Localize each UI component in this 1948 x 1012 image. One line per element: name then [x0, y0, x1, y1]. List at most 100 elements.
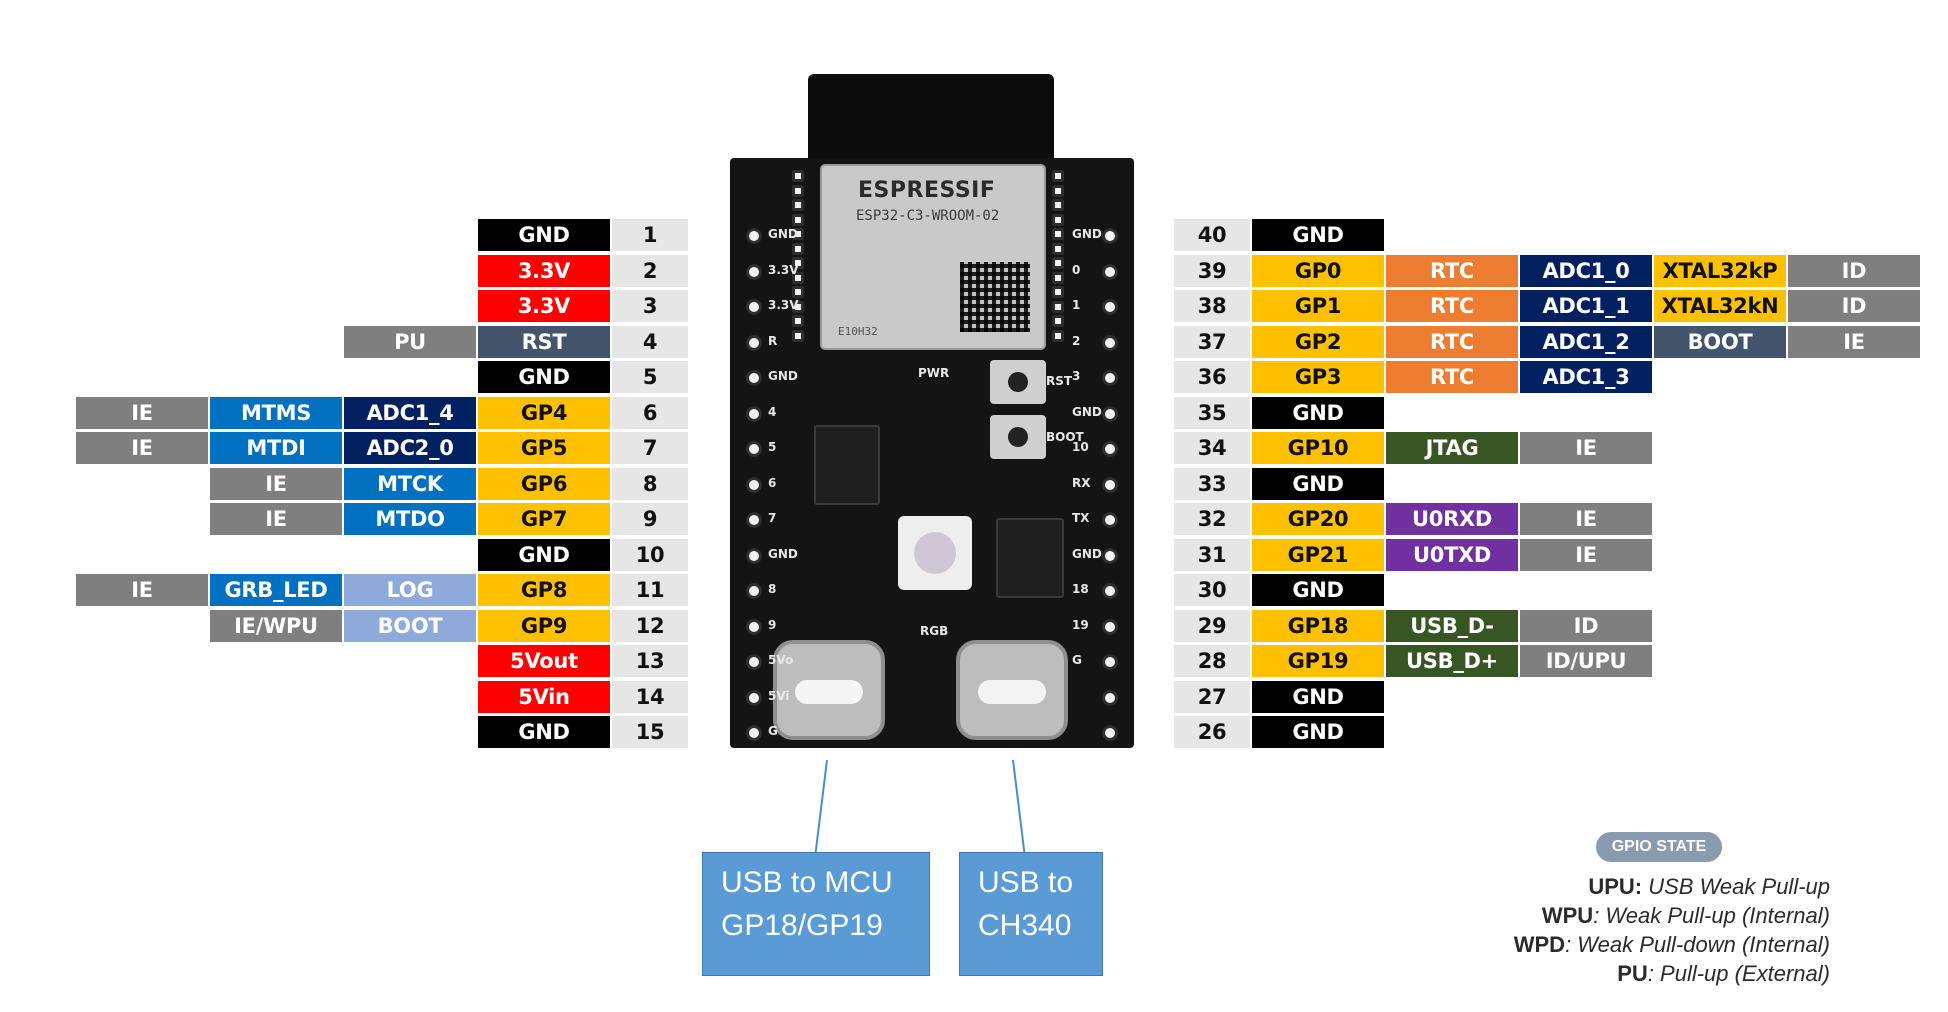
header-pin-hole — [746, 583, 762, 599]
module-pad — [1052, 213, 1064, 226]
pin-number-4: 4 — [612, 325, 688, 358]
module-pad — [792, 242, 804, 255]
pin-7-label-1: GP5 — [478, 432, 610, 464]
pin-39-label-1: GP0 — [1252, 254, 1384, 287]
module-pad — [1052, 271, 1064, 284]
header-pin-hole — [746, 441, 762, 457]
module-pad — [792, 184, 804, 197]
header-pin-hole — [746, 405, 762, 422]
pin-31-label-1: GP21 — [1252, 538, 1384, 571]
usb-to-ch340-box: USB to CH340 — [959, 852, 1103, 976]
module-pad — [792, 228, 804, 240]
silk-right-11: 19 — [1072, 617, 1089, 632]
pin-38-label-3: ADC1_1 — [1520, 290, 1652, 322]
pin-29-label-1: GP18 — [1252, 609, 1384, 642]
pin-2-label-1: 3.3V — [478, 254, 610, 287]
header-pin-hole — [746, 263, 762, 280]
pin-39-label-3: ADC1_0 — [1520, 254, 1652, 287]
silk-right-9: GND — [1072, 546, 1102, 561]
pin-4-label-1: RST — [478, 325, 610, 358]
module-pad — [1052, 199, 1064, 211]
pin-number-26: 26 — [1174, 716, 1250, 748]
pin-38-label-2: RTC — [1386, 290, 1518, 322]
silk-left-7: 6 — [768, 475, 777, 490]
header-pin-hole — [746, 512, 762, 528]
pin-31-label-3: IE — [1520, 538, 1652, 571]
module-pad — [792, 257, 804, 269]
pin-5-label-1: GND — [478, 361, 610, 393]
pin-12-label-1: GP9 — [478, 609, 610, 642]
header-pin-hole — [1102, 370, 1118, 386]
usb-mcu-line1: USB to MCU — [721, 866, 893, 899]
uart-chip — [996, 518, 1064, 598]
rgb-led — [898, 516, 972, 590]
pin-8-label-3: IE — [210, 467, 342, 500]
pin-37-label-3: ADC1_2 — [1520, 325, 1652, 358]
header-pin-hole — [746, 689, 762, 706]
header-pin-hole — [1102, 263, 1118, 280]
silk-label-boot: BOOT — [1046, 430, 1084, 444]
pin-36-label-1: GP3 — [1252, 361, 1384, 393]
silk-left-12: 5Vo — [768, 653, 794, 667]
module-pad — [1052, 315, 1064, 327]
header-pin-hole — [746, 654, 762, 670]
module-pad — [1052, 228, 1064, 240]
module-pad — [792, 286, 804, 298]
pin-29-label-3: ID — [1520, 609, 1652, 642]
header-pin-hole — [1102, 228, 1118, 244]
pin-4-label-2: PU — [344, 325, 476, 358]
gpio-state-badge: GPIO STATE — [1596, 832, 1722, 862]
header-pin-hole — [746, 299, 762, 315]
pin-number-39: 39 — [1174, 254, 1250, 287]
pin-7-label-4: IE — [76, 432, 208, 464]
pin-8-label-1: GP6 — [478, 467, 610, 500]
pin-number-38: 38 — [1174, 290, 1250, 322]
pin-14-label-1: 5Vin — [478, 680, 610, 713]
header-pin-hole — [1102, 441, 1118, 457]
pin-number-35: 35 — [1174, 396, 1250, 429]
legend-wpu-desc: : Weak Pull-up (Internal) — [1593, 903, 1830, 928]
legend-wpd: WPD: Weak Pull-down (Internal) — [1514, 932, 1830, 958]
pin-35-label-1: GND — [1252, 396, 1384, 429]
pin-number-36: 36 — [1174, 361, 1250, 393]
pin-number-31: 31 — [1174, 538, 1250, 571]
pin-32-label-3: IE — [1520, 503, 1652, 535]
pin-number-9: 9 — [612, 503, 688, 535]
header-pin-hole — [1102, 476, 1118, 493]
header-pin-hole — [746, 228, 762, 244]
usb-ch340-line1: USB to — [978, 866, 1074, 899]
pin-number-33: 33 — [1174, 467, 1250, 500]
pin-number-27: 27 — [1174, 680, 1250, 713]
header-pin-hole — [1102, 618, 1118, 635]
legend-pu-desc: : Pull-up (External) — [1647, 961, 1830, 986]
pin-9-label-2: MTDO — [344, 503, 476, 535]
pin-number-13: 13 — [612, 645, 688, 677]
pin-31-label-2: U0TXD — [1386, 538, 1518, 571]
pin-number-3: 3 — [612, 290, 688, 322]
pin-10-label-1: GND — [478, 538, 610, 571]
silk-left-14: G — [768, 724, 778, 738]
boot-button[interactable] — [990, 415, 1046, 459]
pin-37-label-4: BOOT — [1654, 325, 1786, 358]
pin-37-label-5: IE — [1788, 325, 1920, 358]
pin-9-label-3: IE — [210, 503, 342, 535]
silk-left-11: 9 — [768, 617, 777, 632]
pin-8-label-2: MTCK — [344, 467, 476, 500]
pin-number-5: 5 — [612, 361, 688, 393]
pin-number-7: 7 — [612, 432, 688, 464]
pin-number-14: 14 — [612, 680, 688, 713]
pin-12-label-3: IE/WPU — [210, 609, 342, 642]
module-pad — [1052, 300, 1064, 313]
pin-39-label-5: ID — [1788, 254, 1920, 287]
silk-right-1: 0 — [1072, 262, 1081, 277]
pin-number-29: 29 — [1174, 609, 1250, 642]
pin-number-15: 15 — [612, 716, 688, 748]
rst-button[interactable] — [990, 360, 1046, 404]
pin-12-label-2: BOOT — [344, 609, 476, 642]
qr-code-icon — [960, 262, 1030, 332]
pin-6-label-4: IE — [76, 396, 208, 429]
module-pad — [1052, 286, 1064, 298]
pin-15-label-1: GND — [478, 716, 610, 748]
pin-number-40: 40 — [1174, 219, 1250, 251]
